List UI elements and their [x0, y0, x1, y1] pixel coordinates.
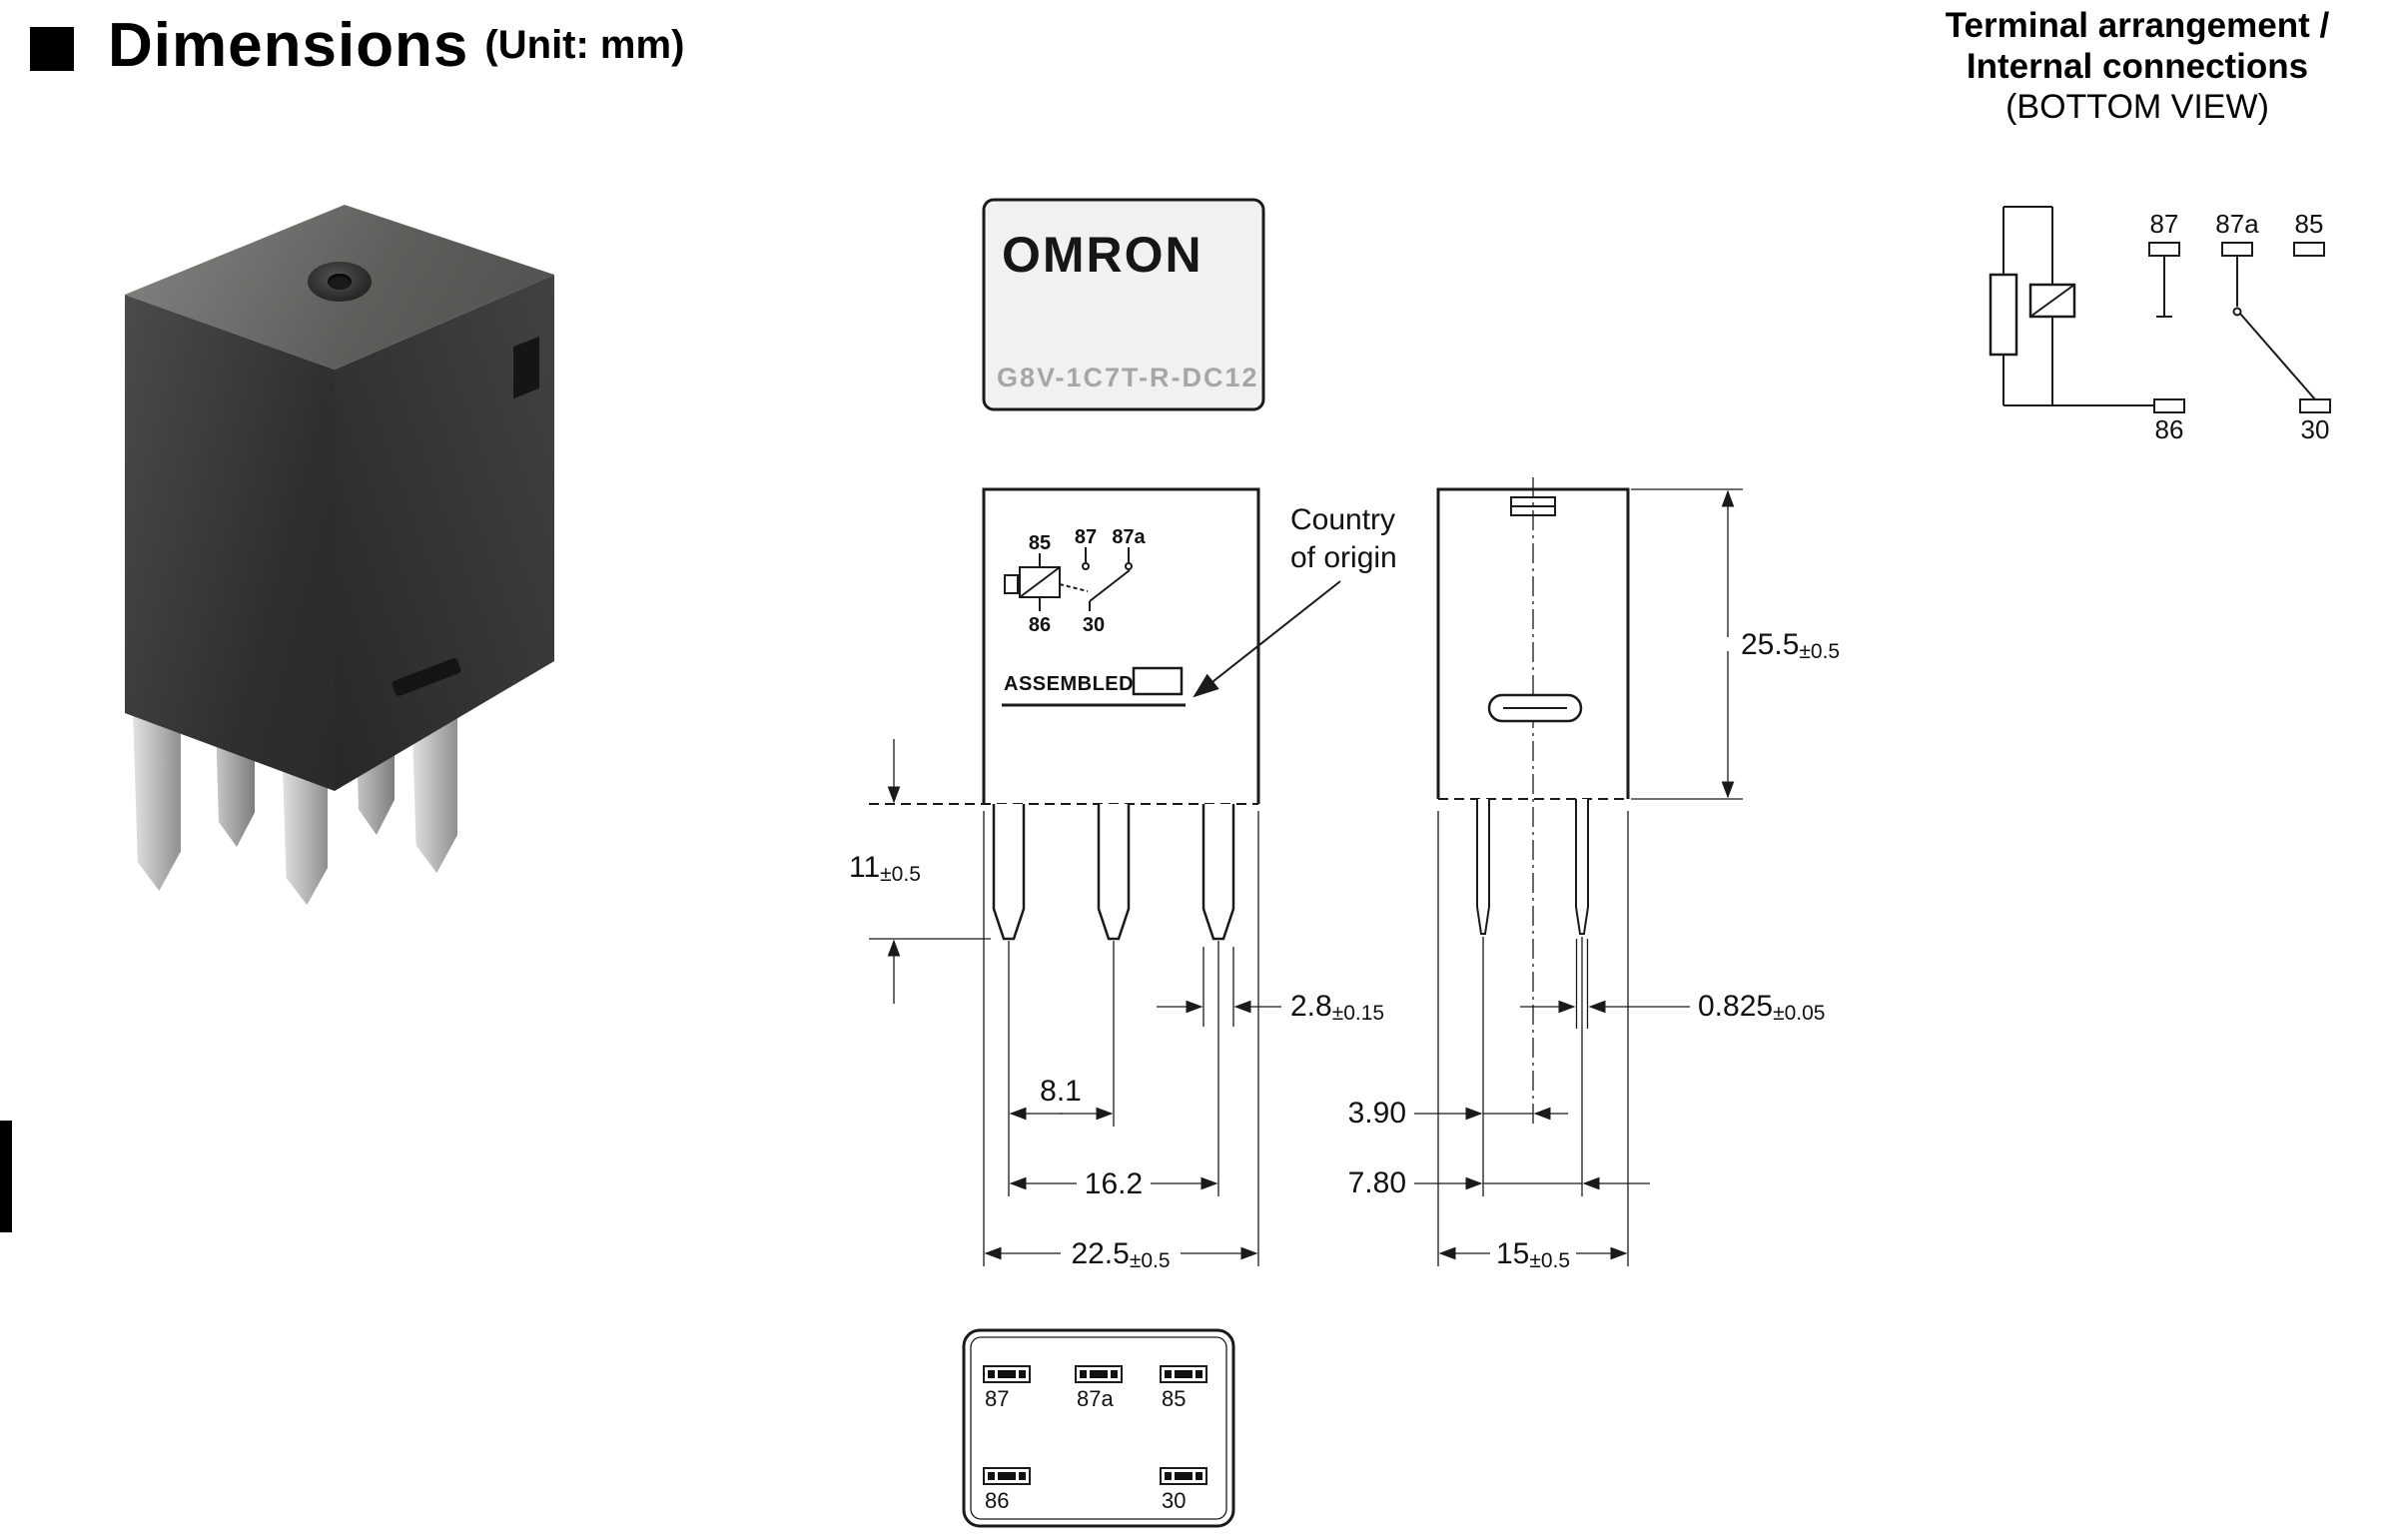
assembled-in-text: ASSEMBLED IN — [1004, 673, 1161, 695]
dim-pin-length: 11±0.5 — [849, 851, 921, 886]
page-title: Dimensions — [108, 11, 469, 80]
terminal-label-85: 85 — [2295, 209, 2324, 239]
terminal-heading-line1: Terminal arrangement / — [1945, 6, 2330, 45]
label-view: OMRON G8V-1C7T-R-DC12 — [982, 198, 1265, 411]
page-title-unit: (Unit: mm) — [484, 23, 685, 67]
terminal-arrangement-diagram: 87 87a 85 86 30 — [1989, 206, 2331, 444]
pin — [1201, 804, 1235, 941]
pad-label-87: 87 — [985, 1386, 1009, 1411]
terminal-arrangement-heading: Terminal arrangement / Internal connecti… — [1878, 6, 2397, 128]
pin — [992, 804, 1026, 941]
front-view: 85 87 87a 86 30 ASSEMBLED IN — [869, 487, 1260, 941]
assembled-in-marking: ASSEMBLED IN — [1002, 666, 1186, 707]
dim-pin-pitch-2: 16.2 — [1085, 1167, 1143, 1200]
annotation-line2: of origin — [1290, 541, 1397, 574]
resistor-symbol — [1989, 273, 2018, 357]
section-header: Dimensions (Unit: mm) — [30, 10, 684, 81]
relay-front-face — [125, 295, 335, 791]
dimension-drawing: OMRON G8V-1C7T-R-DC12 85 87 87a — [849, 198, 1840, 1528]
dim-terminal-thickness: 0.825±0.05 — [1698, 990, 1825, 1025]
terminal-label-87: 87 — [2150, 209, 2179, 239]
relay-side-notch — [513, 336, 539, 399]
side-dimensions: 25.5±0.5 0.825±0.05 3.90 7.80 — [1348, 488, 1840, 1272]
terminal-heading-line2: Internal connections — [1966, 46, 2309, 86]
pad-label-85: 85 — [1162, 1386, 1186, 1411]
terminal-pad — [983, 1365, 1031, 1383]
terminal-box-85 — [2293, 242, 2325, 257]
country-of-origin-annotation: Country of origin — [1193, 503, 1397, 698]
terminal-pad — [1160, 1467, 1207, 1485]
terminal-heading-line3: (BOTTOM VIEW) — [2005, 87, 2269, 126]
section-bullet — [30, 26, 74, 71]
contact-circuit: 87 87a 85 86 30 — [2148, 209, 2331, 444]
pad-label-87a: 87a — [1077, 1386, 1114, 1411]
schematic-label-30: 30 — [1083, 614, 1105, 636]
annotation-line1: Country — [1290, 503, 1395, 536]
terminal-pad — [1075, 1365, 1123, 1383]
dim-body-width: 22.5±0.5 — [1071, 1237, 1170, 1272]
terminal-box-87 — [2148, 242, 2180, 257]
part-number: G8V-1C7T-R-DC12 — [997, 363, 1259, 392]
relay-pin — [133, 711, 181, 891]
dim-pin-pitch-1: 8.1 — [1040, 1075, 1082, 1108]
pin — [1476, 799, 1490, 935]
schematic-label-86: 86 — [1029, 614, 1051, 636]
pad-label-30: 30 — [1162, 1488, 1186, 1513]
schematic-label-87a: 87a — [1112, 526, 1146, 548]
brand-logo: OMRON — [1002, 227, 1203, 283]
pad-label-86: 86 — [985, 1488, 1009, 1513]
coil-circuit — [1989, 206, 2154, 406]
relay-top-hole-center — [328, 274, 352, 290]
country-box — [1132, 666, 1184, 696]
page-edge-mark — [0, 1121, 12, 1232]
front-dimensions: 11±0.5 2.8±0.15 8.1 16.2 22.5±0 — [849, 739, 1384, 1272]
dim-body-height: 25.5±0.5 — [1741, 628, 1840, 663]
bottom-view: 87 87a 85 86 30 — [962, 1328, 1235, 1528]
pin — [1575, 799, 1589, 935]
schematic-resistor — [1004, 574, 1019, 594]
terminal-label-30: 30 — [2301, 414, 2330, 444]
front-pins — [992, 804, 1235, 941]
side-view — [1436, 477, 1630, 1129]
dim-pin-width: 2.8±0.15 — [1290, 990, 1384, 1025]
movable-contact-arm — [2239, 313, 2316, 400]
pin — [1097, 804, 1131, 941]
relay-photo — [100, 200, 574, 914]
terminal-box-30 — [2299, 398, 2331, 413]
printed-schematic: 85 87 87a 86 30 — [1004, 526, 1147, 636]
schematic-contact-arm — [1089, 569, 1131, 602]
schematic-label-85: 85 — [1029, 532, 1051, 554]
terminal-label-87a: 87a — [2215, 209, 2259, 239]
terminal-label-86: 86 — [2155, 414, 2184, 444]
terminal-pad — [1160, 1365, 1207, 1383]
terminal-box-86 — [2153, 398, 2185, 413]
terminal-box-87a — [2221, 242, 2253, 257]
annotation-arrow — [1193, 580, 1341, 698]
terminal-pad — [983, 1467, 1031, 1485]
dim-side-pitch-1: 3.90 — [1348, 1097, 1406, 1130]
dim-body-depth: 15±0.5 — [1496, 1237, 1570, 1272]
dim-side-pitch-2: 7.80 — [1348, 1166, 1406, 1199]
schematic-label-87: 87 — [1075, 526, 1097, 548]
